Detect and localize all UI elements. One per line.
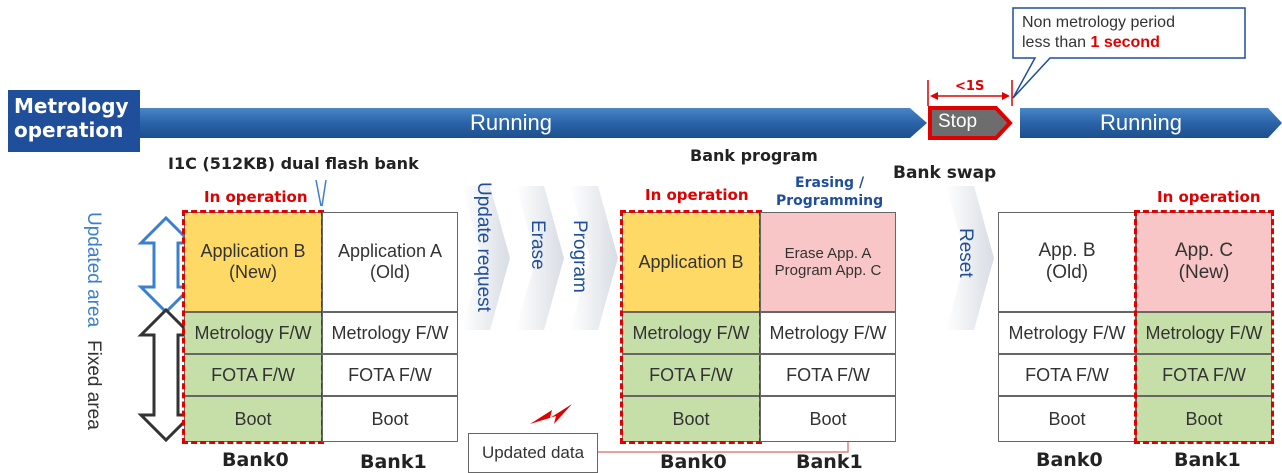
g1-bank0-metrology: Metrology F/W bbox=[184, 312, 322, 354]
g3-bank0-fota: FOTA F/W bbox=[998, 354, 1136, 396]
g3-bank0-app-line2: (Old) bbox=[1045, 262, 1089, 283]
g3-bank1-boot: Boot bbox=[1136, 396, 1272, 442]
g1-bank0-app: Application B (New) bbox=[184, 212, 322, 312]
g3-bank0-app: App. B (Old) bbox=[998, 212, 1136, 312]
g3-bank1-active-frame bbox=[1134, 210, 1274, 444]
g1-bank0-app-line2: (New) bbox=[229, 262, 277, 282]
g3-bank0-app-line1: App. B bbox=[1038, 240, 1096, 261]
g1-bank0-boot: Boot bbox=[184, 396, 322, 442]
g3-bank1-fota: FOTA F/W bbox=[1136, 354, 1272, 396]
step-update-request: Update request bbox=[473, 182, 494, 312]
running-bar-right bbox=[1020, 108, 1282, 138]
step-reset: Reset bbox=[955, 228, 976, 278]
step-chevron-erase bbox=[516, 186, 564, 330]
g1-bank1-app-line1: Application A bbox=[337, 241, 443, 261]
bank-swap-header: Bank swap bbox=[893, 163, 997, 183]
in-operation-label-2: In operation bbox=[645, 186, 749, 204]
g3-bank1-app-line1: App. C bbox=[1174, 240, 1234, 261]
erasing-programming-label: Erasing / Programming bbox=[776, 174, 883, 210]
callout-line1: Non metrology period bbox=[1022, 14, 1175, 31]
step-program: Program bbox=[569, 220, 590, 293]
g2-bank0-metrology: Metrology F/W bbox=[622, 312, 760, 354]
g2-bank1-metrology: Metrology F/W bbox=[760, 312, 896, 354]
label-line2: operation bbox=[14, 118, 124, 142]
g1-bank1-boot: Boot bbox=[322, 396, 458, 442]
g2-bank1-app-line2: Program App. C bbox=[774, 262, 882, 279]
erasing-line2: Programming bbox=[776, 193, 884, 209]
g1-bank0-app-line1: Application B bbox=[200, 241, 306, 261]
g1-bank1-metrology: Metrology F/W bbox=[322, 312, 458, 354]
running-right-label: Running bbox=[1100, 110, 1182, 135]
lightning-icon bbox=[530, 404, 572, 424]
g2-bank1-name: Bank1 bbox=[796, 451, 863, 473]
g2-bank0-name: Bank0 bbox=[660, 451, 727, 473]
g2-bank1-app: Erase App. A Program App. C bbox=[760, 212, 896, 312]
callout-emph: 1 second bbox=[1090, 34, 1160, 51]
stop-label: Stop bbox=[938, 111, 978, 132]
g2-bank1-fota: FOTA F/W bbox=[760, 354, 896, 396]
g1-bank1-app-line2: (Old) bbox=[370, 262, 410, 282]
g2-bank1-boot: Boot bbox=[760, 396, 896, 442]
g1-bank1-fota: FOTA F/W bbox=[322, 354, 458, 396]
step-erase: Erase bbox=[527, 220, 548, 270]
g3-bank0-name: Bank0 bbox=[1036, 449, 1103, 471]
stop-block bbox=[928, 106, 1013, 140]
callout-text: Non metrology period less than 1 second bbox=[1022, 13, 1175, 53]
g3-bank1-name: Bank1 bbox=[1174, 449, 1241, 471]
g3-bank1-metrology: Metrology F/W bbox=[1136, 312, 1272, 354]
fixed-area-label: Fixed area bbox=[83, 340, 104, 430]
g2-bank0-app-line1: Application B bbox=[638, 251, 744, 272]
erasing-line1: Erasing / bbox=[795, 175, 865, 191]
g3-bank0-boot: Boot bbox=[998, 396, 1136, 442]
callout-line2: less than 1 second bbox=[1022, 33, 1175, 53]
dual-flash-header: I1C (512KB) dual flash bank bbox=[168, 154, 419, 173]
interval-label: <1S bbox=[955, 79, 985, 94]
bank-program-header: Bank program bbox=[690, 146, 818, 165]
g1-bank0-fota: FOTA F/W bbox=[184, 354, 322, 396]
g2-bank0-active-frame bbox=[620, 210, 762, 444]
g3-bank1-app-line2: (New) bbox=[1178, 262, 1230, 283]
g1-bank0-active-frame bbox=[182, 210, 324, 444]
step-chevron-reset bbox=[946, 186, 994, 330]
g2-bank1-app-line1: Erase App. A bbox=[784, 245, 872, 262]
step-chevron-update bbox=[462, 186, 510, 330]
step-chevron-program bbox=[570, 186, 618, 330]
running-left-label: Running bbox=[470, 110, 552, 135]
callout-bubble bbox=[1012, 7, 1246, 99]
metrology-operation-label: Metrology operation bbox=[8, 90, 140, 152]
g3-bank1-app: App. C (New) bbox=[1136, 212, 1272, 312]
g1-bank1-name: Bank1 bbox=[360, 451, 427, 473]
callout-prefix: less than bbox=[1022, 34, 1091, 51]
label-line1: Metrology bbox=[14, 94, 129, 118]
g3-bank0-metrology: Metrology F/W bbox=[998, 312, 1136, 354]
updated-area-label: Updated area bbox=[83, 212, 104, 328]
running-bar-left bbox=[140, 108, 927, 138]
in-operation-label-3: In operation bbox=[1157, 188, 1261, 206]
g2-bank0-boot: Boot bbox=[622, 396, 760, 442]
g1-bank1-app: Application A (Old) bbox=[322, 212, 458, 312]
g2-bank0-app: Application B bbox=[622, 212, 760, 312]
updated-data-box: Updated data bbox=[468, 433, 598, 473]
in-operation-label-1: In operation bbox=[204, 188, 308, 206]
g1-bank0-name: Bank0 bbox=[222, 449, 289, 471]
